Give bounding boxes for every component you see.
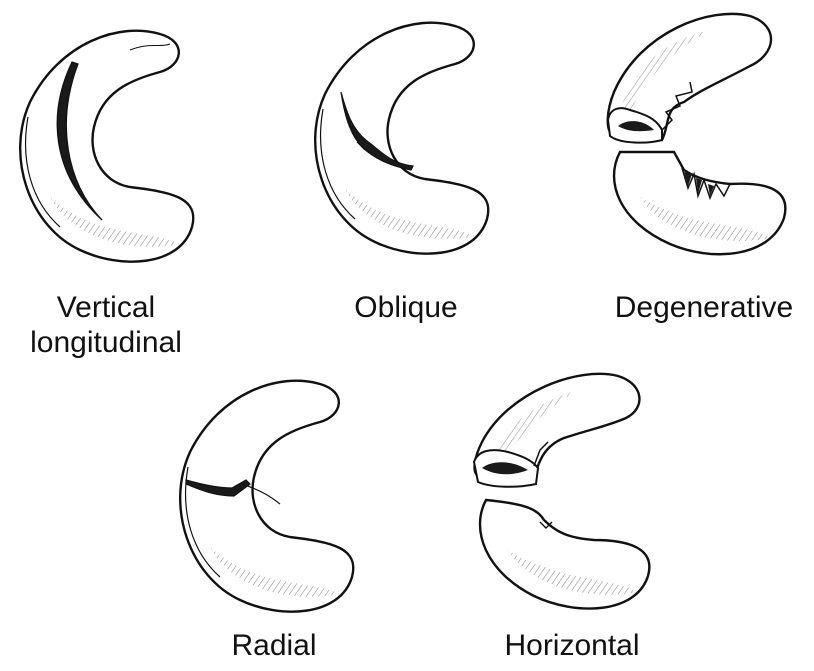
label-line: Degenerative xyxy=(594,290,814,325)
label-vertical-longitudinal: Vertical longitudinal xyxy=(0,290,212,360)
meniscus-horizontal xyxy=(474,374,649,609)
label-degenerative: Degenerative xyxy=(594,290,814,325)
label-horizontal: Horizontal xyxy=(462,628,682,663)
label-oblique: Oblique xyxy=(300,290,512,325)
label-line: Radial xyxy=(168,628,380,663)
meniscus-radial xyxy=(180,381,353,612)
label-line: Vertical xyxy=(0,290,212,325)
label-line: Oblique xyxy=(300,290,512,325)
meniscus-vertical-longitudinal xyxy=(20,31,193,262)
meniscus-degenerative xyxy=(608,14,786,254)
label-radial: Radial xyxy=(168,628,380,663)
label-line: longitudinal xyxy=(0,325,212,360)
meniscus-oblique xyxy=(315,23,488,254)
label-line: Horizontal xyxy=(462,628,682,663)
